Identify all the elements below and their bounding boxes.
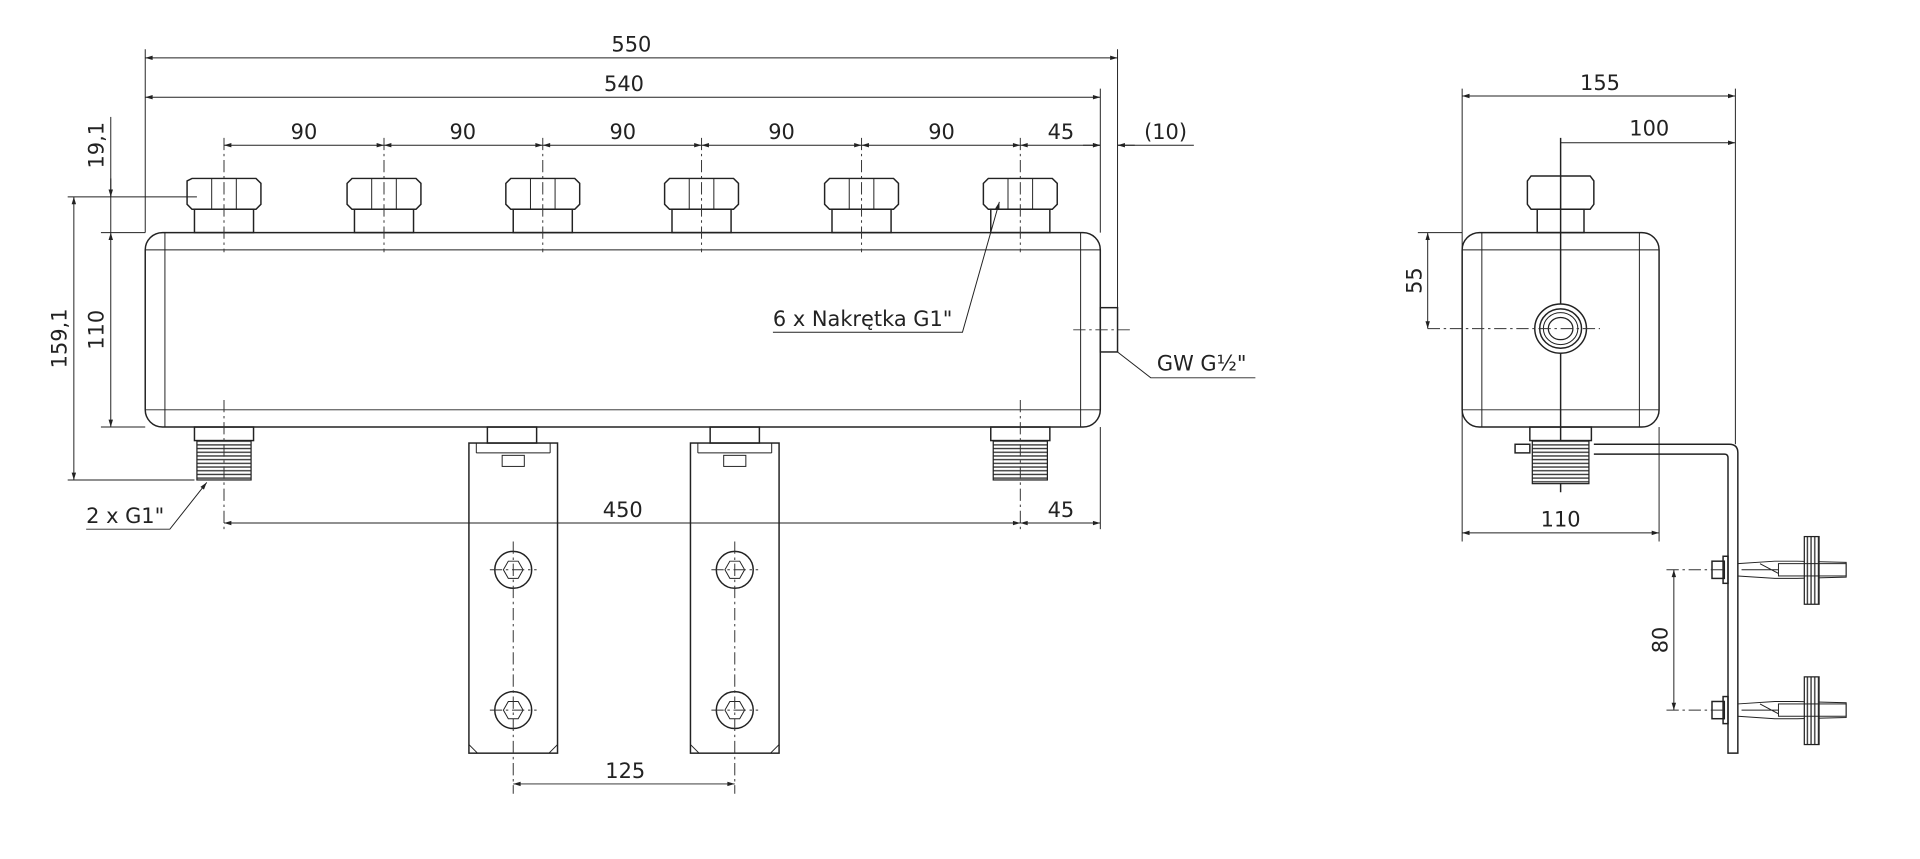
- nut-2: [346, 137, 422, 253]
- bracket-right: [689, 426, 780, 794]
- spacing-dims: 90 90 90 90 90 45 (10): [224, 120, 1194, 148]
- port-label: GW G½": [1157, 351, 1247, 375]
- dim-label-body-height: 110: [84, 310, 108, 350]
- dim-label-total-height: 159,1: [47, 309, 71, 369]
- dim-label-port-offset: (10): [1144, 120, 1187, 144]
- nut-4: [663, 137, 740, 253]
- wall-anchor-top: [1711, 535, 1847, 605]
- wall-bracket: [1593, 443, 1739, 754]
- dim-label-overall-depth: 155: [1580, 71, 1620, 95]
- dim-label-spacing-5: 90: [928, 120, 955, 144]
- dim-label-anchor-spacing: 80: [1649, 627, 1673, 654]
- dim-label-nut-height: 19,1: [84, 122, 108, 169]
- top-nuts: [186, 137, 1058, 253]
- dim-label-body-length: 540: [604, 72, 644, 96]
- dim-label-end-offset-top: 45: [1048, 120, 1075, 144]
- dim-label-axis-offset: 100: [1629, 116, 1669, 140]
- dim-label-bracket-spacing: 125: [605, 759, 645, 783]
- wall-anchor-bottom: [1711, 676, 1847, 746]
- dim-label-spacing-3: 90: [609, 120, 636, 144]
- side-view: 155 100 55 110: [1403, 71, 1847, 754]
- nut-3: [505, 137, 581, 253]
- bottom-threads-label: 2 x G1": [86, 504, 164, 528]
- dim-label-bottom-spacing: 450: [603, 498, 643, 522]
- dim-label-port-height: 55: [1403, 267, 1427, 294]
- manifold-body: [144, 231, 1102, 428]
- nut-5: [823, 137, 900, 253]
- dim-label-overall-length: 550: [611, 33, 651, 57]
- nuts-label: 6 x Nakrętka G1": [773, 307, 953, 331]
- nut-6: [982, 137, 1058, 253]
- nut-1: [186, 137, 262, 253]
- dim-label-spacing-4: 90: [768, 120, 795, 144]
- bracket-left: [468, 426, 559, 794]
- dim-label-spacing-1: 90: [291, 120, 318, 144]
- front-view: 550 540 90 90 90 90 90 45 (10): [47, 33, 1256, 794]
- dim-label-end-offset-bottom: 45: [1048, 498, 1075, 522]
- dim-label-body-depth: 110: [1541, 508, 1581, 532]
- bottom-threads: [193, 399, 1051, 532]
- dim-label-spacing-2: 90: [449, 120, 476, 144]
